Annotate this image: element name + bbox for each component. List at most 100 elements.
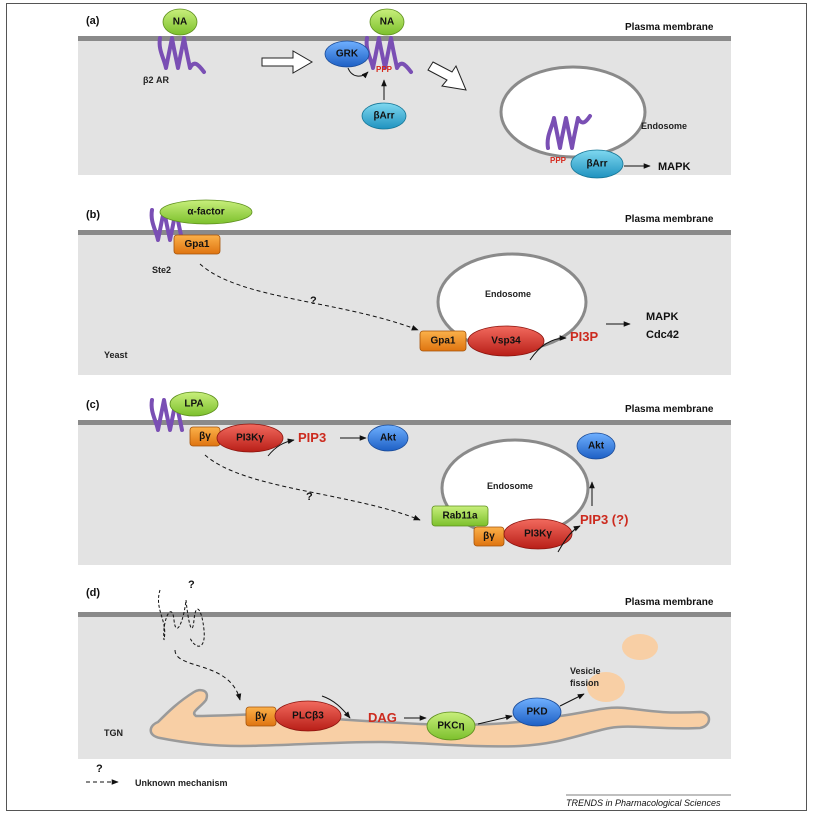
pip3-label-1: PIP3 <box>298 430 326 445</box>
pi3p-label: PI3P <box>570 329 599 344</box>
endosome-label-a: Endosome <box>641 121 687 131</box>
cdc42-label: Cdc42 <box>646 329 679 341</box>
pi3k-label-2: PI3Kγ <box>524 529 552 540</box>
transition-arrow-1 <box>261 50 313 74</box>
legend-text: Unknown mechanism <box>135 778 228 788</box>
figure-frame <box>6 3 807 811</box>
akt-membrane <box>367 424 409 452</box>
vsp34-label: Vsp34 <box>491 336 521 347</box>
membrane-label-d: Plasma membrane <box>625 597 714 608</box>
gpa1-membrane <box>173 234 221 255</box>
ppp-label-2: PPP <box>550 156 567 165</box>
barr-label-1: βArr <box>373 111 394 122</box>
endosomal-receptor <box>545 114 592 150</box>
vesicle-fission-line2: fission <box>570 678 599 688</box>
unknown-d: ? <box>188 579 195 591</box>
plasma-membrane-a <box>78 36 731 41</box>
grk-kinase <box>324 40 370 68</box>
dag-label: DAG <box>368 710 397 725</box>
alpha-factor-label: α-factor <box>187 207 224 218</box>
pkc-label: PKCη <box>437 721 464 732</box>
rab11a <box>431 505 489 527</box>
unknown-receptor-outline <box>158 589 205 647</box>
pi3k-label-1: PI3Kγ <box>236 433 264 444</box>
membrane-label-b: Plasma membrane <box>625 214 714 225</box>
fission-arrow <box>559 693 585 707</box>
membrane-label-c: Plasma membrane <box>625 404 714 415</box>
gpa1-label-2: Gpa1 <box>430 336 455 347</box>
panel-b-label: (b) <box>86 209 100 221</box>
pip3-arrow-2 <box>557 525 581 553</box>
akt-label-2: Akt <box>588 441 605 452</box>
lpa-label: LPA <box>184 399 203 410</box>
panel-a-label: (a) <box>86 15 100 27</box>
pi3k-endosome <box>503 518 573 550</box>
plasma-membrane-d <box>78 612 731 617</box>
panel-c: (c) Plasma membrane LPA βγ PI3Kγ PIP3 Ak… <box>78 391 731 565</box>
rab11a-label: Rab11a <box>442 511 477 522</box>
footer-credit: TRENDS in Pharmacological Sciences <box>566 798 721 808</box>
plasma-membrane-c <box>78 420 731 425</box>
unknown-path-b <box>199 263 419 331</box>
gbg-label-1: βγ <box>199 431 211 442</box>
vesicle-fission-line1: Vesicle <box>570 666 601 676</box>
na-ligand-1 <box>162 8 198 36</box>
lpa-ligand <box>169 391 219 417</box>
unknown-c: ? <box>306 491 313 503</box>
endosome-a <box>499 65 647 159</box>
panel-c-label: (c) <box>86 399 100 411</box>
yeast-label: Yeast <box>104 350 128 360</box>
gbg-label-2: βγ <box>483 531 495 542</box>
pi3p-arrow <box>529 335 567 361</box>
pkd-label: PKD <box>526 707 547 718</box>
unknown-path-c <box>204 454 421 521</box>
endosome-label-b: Endosome <box>485 289 531 299</box>
pip3-arrow-1 <box>267 438 295 457</box>
alpha-factor-ligand <box>159 199 253 225</box>
plc-label: PLCβ3 <box>292 711 324 722</box>
unknown-path-d <box>174 649 242 701</box>
tgn-membrane <box>149 688 711 748</box>
membrane-label-a: Plasma membrane <box>625 22 714 33</box>
na-label-1: NA <box>173 17 187 28</box>
barr-label-2: βArr <box>586 159 607 170</box>
gpa1-label-1: Gpa1 <box>184 239 209 250</box>
mapk-label-a: MAPK <box>658 161 690 173</box>
legend: ? Unknown mechanism <box>86 763 228 788</box>
akt-endosome <box>576 432 616 460</box>
na-label-2: NA <box>380 17 394 28</box>
pkd <box>512 697 562 727</box>
endosome-label-c: Endosome <box>487 481 533 491</box>
cytosol-b <box>78 232 731 375</box>
legend-symbol: ? <box>96 763 103 775</box>
receptor-label-a: β2 AR <box>143 75 169 85</box>
unknown-b: ? <box>310 295 317 307</box>
akt-label-1: Akt <box>380 433 397 444</box>
panel-b: (b) Plasma membrane α-factor Gpa1 Ste2 ?… <box>78 199 731 375</box>
beta2-ar-receptor-phospho <box>364 36 413 74</box>
transition-arrow-2 <box>427 61 467 91</box>
panel-d: (d) Plasma membrane ? TGN Vesicle fissio… <box>78 579 731 759</box>
gpa1-endosome <box>419 330 467 352</box>
grk-label: GRK <box>336 49 359 60</box>
gbg-endosome <box>473 526 505 547</box>
gbg-label-3: βγ <box>255 711 267 722</box>
panel-a: (a) Plasma membrane NA β2 AR NA GRK PPP … <box>78 8 731 179</box>
vsp34-kinase <box>467 325 545 357</box>
na-ligand-2 <box>369 8 405 36</box>
plasma-membrane-b <box>78 230 731 235</box>
pkc-eta <box>426 711 476 741</box>
vesicle-2 <box>587 672 625 702</box>
pkd-arrow <box>477 714 513 725</box>
vesicle-1 <box>622 634 658 660</box>
beta-arrestin-1 <box>361 102 407 130</box>
beta2-ar-receptor <box>157 36 206 74</box>
ppp-label-1: PPP <box>376 65 393 74</box>
plc-beta3 <box>274 700 342 732</box>
pip3-label-2: PIP3 (?) <box>580 512 628 527</box>
beta-arrestin-2 <box>570 149 624 179</box>
pi3k-membrane <box>216 423 284 453</box>
mapk-label-b: MAPK <box>646 311 678 323</box>
ste2-label: Ste2 <box>152 265 171 275</box>
